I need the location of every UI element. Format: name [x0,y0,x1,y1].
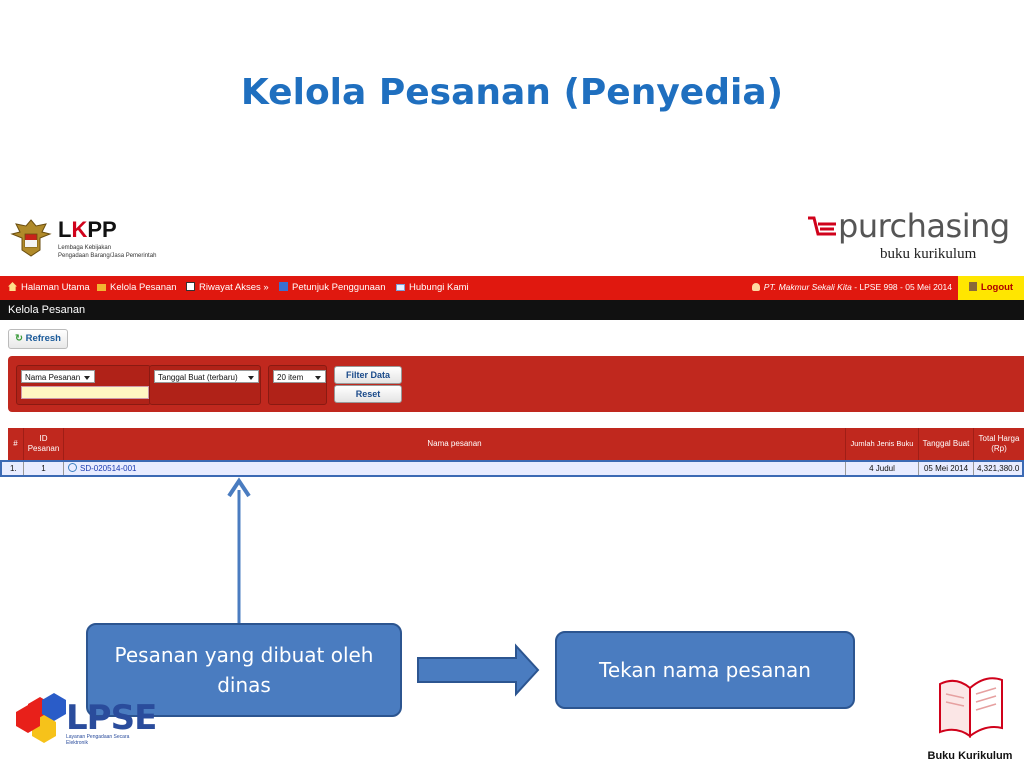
epurchasing-word: purchasing [838,207,1010,245]
cell-date: 05 Mei 2014 [919,462,974,475]
nav-item-petunjuk[interactable]: Petunjuk Penggunaan [279,282,386,293]
slide-title: Kelola Pesanan (Penyedia) [240,72,784,113]
lkpp-logo: LKPP Lembaga Kebijakan Pengadaan Barang/… [10,214,180,266]
cell-num: 1. [8,462,24,475]
user-info: PT. Makmur Sekali Kita - LPSE 998 - 05 M… [751,282,952,292]
refresh-icon: ↻ [15,333,23,344]
buku-kurikulum-logo: Buku Kurikulum [920,666,1020,768]
lkpp-name: LKPP [58,217,117,242]
home-icon [8,282,17,291]
reset-button[interactable]: Reset [334,385,402,403]
page-title: Kelola Pesanan [8,304,86,316]
col-header-total: Total Harga (Rp) [978,434,1020,453]
epurchasing-logo: purchasing buku kurikulum [806,206,1021,268]
col-header-id: ID Pesanan [24,428,64,460]
cell-name: SD-020514-001 [64,462,846,475]
cell-id: 1 [24,462,64,475]
table-row: 1. 1 SD-020514-001 4 Judul 05 Mei 2014 4… [0,460,1024,477]
history-icon [186,282,195,291]
lpse-word: LPSE [66,698,157,738]
col-header-name: Nama pesanan [64,428,846,460]
col-header-qty: Jumlah Jenis Buku [846,428,919,460]
help-icon [279,282,288,291]
col-header-date: Tanggal Buat [919,428,974,460]
mail-icon [396,284,405,291]
logout-icon [968,282,977,291]
garuda-emblem-icon [10,219,52,257]
main-navbar: Halaman Utama Kelola Pesanan Riwayat Aks… [0,276,1024,300]
chevron-down-icon [84,376,90,380]
nav-item-hubungi[interactable]: Hubungi Kami [396,282,469,293]
cell-total: 4,321,380.0 [977,464,1020,473]
nav-item-kelola-pesanan[interactable]: Kelola Pesanan [97,282,177,293]
cell-qty: 4 Judul [846,462,919,475]
chevron-down-icon [315,376,321,380]
count-select[interactable]: 20 item [273,370,326,383]
filter-text-input[interactable] [21,386,149,399]
table-header: # ID Pesanan Nama pesanan Jumlah Jenis B… [8,428,1024,460]
order-name-link[interactable]: SD-020514-001 [80,464,137,473]
lkpp-subtitle: Lembaga Kebijakan Pengadaan Barang/Jasa … [58,245,157,259]
folder-icon [97,284,106,291]
up-arrow-icon [227,477,251,626]
filter-field-select[interactable]: Nama Pesanan [21,370,95,383]
page-header-bar: Kelola Pesanan [0,300,1024,320]
chevron-down-icon [248,376,254,380]
magnifier-icon [68,463,77,472]
sort-select[interactable]: Tanggal Buat (terbaru) [154,370,259,383]
logout-button[interactable]: Logout [958,276,1024,300]
lpse-logo: LPSE Layanan Pengadaan Secara Elektronik [14,690,157,750]
filter-panel: Nama Pesanan Tanggal Buat (terbaru) 20 i… [8,356,1024,412]
book-caption: Buku Kurikulum [927,750,1013,762]
refresh-button[interactable]: ↻ Refresh [8,329,68,349]
epurchasing-subtitle: buku kurikulum [880,246,977,262]
sort-group: Tanggal Buat (terbaru) [149,365,261,405]
user-icon [751,283,760,291]
callout-orders-by-dinas: Pesanan yang dibuat oleh dinas [86,623,402,717]
callout-click-order-name: Tekan nama pesanan [555,631,855,709]
lpse-hexagons-icon [16,693,66,743]
right-arrow-icon [417,643,540,697]
lpse-subtitle: Layanan Pengadaan Secara Elektronik [66,734,130,746]
open-book-icon [939,677,1003,738]
cart-icon [808,216,836,236]
nav-item-riwayat-akses[interactable]: Riwayat Akses » [186,282,269,293]
filter-data-button[interactable]: Filter Data [334,366,402,384]
col-header-num: # [8,428,24,460]
filter-field-group: Nama Pesanan [16,365,151,405]
count-group: 20 item [268,365,327,405]
nav-item-home[interactable]: Halaman Utama [8,282,90,293]
